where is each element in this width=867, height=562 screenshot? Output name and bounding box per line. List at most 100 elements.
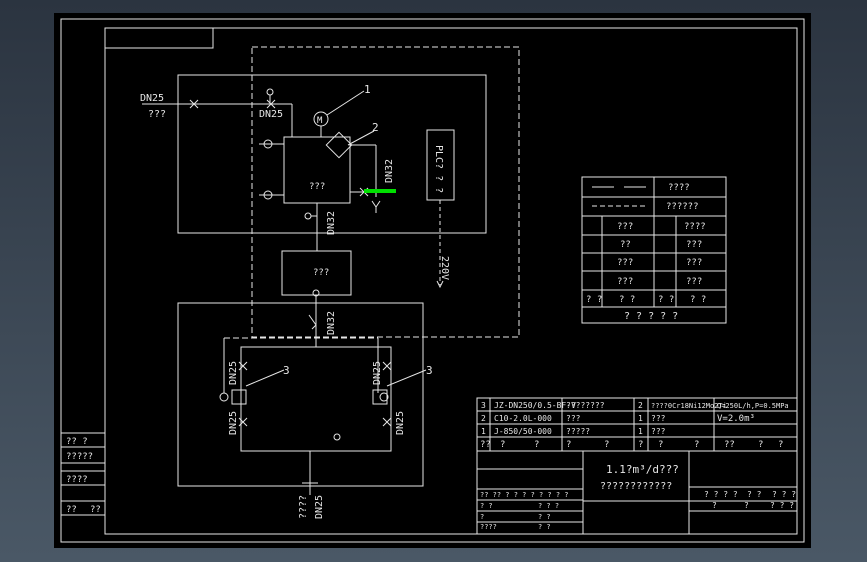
parts-header-8: ?? [724,440,735,450]
label-plc: PLC? ? ? [433,145,444,193]
leader-1 [326,90,365,116]
parts-row-3-no: 1 [481,427,486,436]
sign-row-3-b: ? ? [538,513,551,521]
legend-row-2: ?????? [666,202,699,212]
filter-housing-left [231,389,247,405]
legend-row-4-a: ?? [620,240,631,250]
dashed-enclosure-top [251,46,520,338]
parts-row-2-no2: 1 [638,414,643,423]
parts-row-1-spec: Q=250L/h,P=0.5MPa [717,402,789,410]
parts-row-3-name: ????? [566,427,590,436]
parts-header-0: ?? [480,440,491,450]
parts-row-2-model: C10-2.0L-000 [494,414,552,423]
parts-row-1-desc: ????0Cr18Ni12Mo2Ti [651,402,727,410]
title-block [476,450,798,535]
legend-row-5-b: ??? [686,258,702,268]
title-right-b: ? ? [747,490,762,499]
title-right-f: ? ? ? [770,501,794,510]
legend-row-5-a: ??? [617,258,633,268]
left-block-d: ?? [66,505,77,515]
legend-row-7-d: ? ? [690,295,706,305]
legend-row-3-a: ??? [617,222,633,232]
title-line-1: 1.1?m³/d??? [606,463,679,476]
title-right-a: ? ? ? ? [704,490,738,499]
label-inlet-dn: DN25 [140,93,164,104]
filter-housing-right [372,389,388,405]
sign-row-2-b: ? ? ? [538,502,559,510]
tag-3-left: 3 [283,364,290,377]
label-valve-dn: DN25 [259,109,283,120]
parts-row-1-name: ???????? [566,401,605,410]
label-dn32-right: DN32 [384,159,395,183]
filter-manifold [240,346,392,452]
filter-frame [177,302,424,487]
arrow-down-icon [436,280,444,289]
label-reactor: ??? [309,182,325,192]
label-tank: ??? [313,268,329,278]
parts-row-1-no: 3 [481,401,486,410]
label-dn25-left-lower: DN25 [228,411,239,435]
legend-row-4-b: ??? [686,240,702,250]
legend-row-7-c: ? ? [658,295,674,305]
sign-row-4-b: ? ? [538,523,551,531]
inner-border [104,27,798,535]
reactor-frame [177,74,487,234]
title-right-e: ? [744,501,749,510]
legend-row-1: ???? [668,183,690,193]
parts-header-4: ? [604,440,609,450]
legend-row-6-a: ??? [617,277,633,287]
parts-header-2: ? [534,440,539,450]
parts-row-2-name: ??? [566,414,581,423]
legend-row-7-b: ? ? [619,295,635,305]
parts-header-6: ? [658,440,663,450]
highlight-marker [364,189,396,193]
label-outlet-name: ???? [298,495,309,519]
corner-box [104,27,214,49]
parts-row-1-no2: 2 [638,401,643,410]
left-block-e: ?? [90,505,101,515]
valve-right-upper-icon [382,361,392,371]
title-right-d: ? [712,501,717,510]
parts-header-10: ? [778,440,783,450]
pid-diagram: DN25 ??? DN25 1 2 M ??? DN32 DN32 PLC? ?… [60,18,805,543]
check-valve-icon [308,314,317,330]
legend-row-6-b: ??? [686,277,702,287]
label-dn25-left-upper: DN25 [228,361,239,385]
title-line-2: ???????????? [600,481,672,492]
gauge-icon [266,88,274,96]
label-dn25-right-lower: DN25 [395,411,406,435]
drawing-sheet: DN25 ??? DN25 1 2 M ??? DN32 DN32 PLC? ?… [54,13,811,548]
label-dn32-pipe: DN32 [326,311,337,335]
leader-3-left [245,369,285,387]
meter-icon-upper [263,139,273,149]
sign-row-3: ? [480,513,484,521]
gate-valve-icon [266,99,276,109]
parts-header-5: ? [638,440,643,450]
valve-left-upper-icon [238,361,248,371]
inlet-valve-icon [189,99,199,109]
tag-1: 1 [364,83,371,96]
title-right-c: ? ? ? [772,490,796,499]
label-outlet-dn: DN25 [314,495,325,519]
parts-row-3-model: J-850/50-000 [494,427,552,436]
parts-row-2-desc: ??? [651,414,666,423]
parts-row-3-desc: ??? [651,427,666,436]
label-dn25-right-upper: DN25 [372,361,383,385]
outer-border [60,18,805,543]
valve-left-lower-icon [238,417,248,427]
sign-row-1: ?? ?? ? ? ? ? ? ? ? ? [480,491,569,499]
parts-row-3-no2: 1 [638,427,643,436]
left-block-b: ????? [66,452,93,462]
label-signal: 220V [439,256,450,280]
sign-row-2: ? ? [480,502,493,510]
label-motor: M [317,116,323,126]
parts-row-2-no: 2 [481,414,486,423]
tag-2: 2 [372,121,379,134]
leader-2 [347,130,375,146]
valve-right-lower-icon [382,417,392,427]
left-block-c: ???? [66,475,88,485]
filter-element-icon [325,131,353,159]
sample-valve-icon [304,212,312,220]
sign-row-4: ???? [480,523,497,531]
filter-gauge-right-icon [379,392,389,402]
